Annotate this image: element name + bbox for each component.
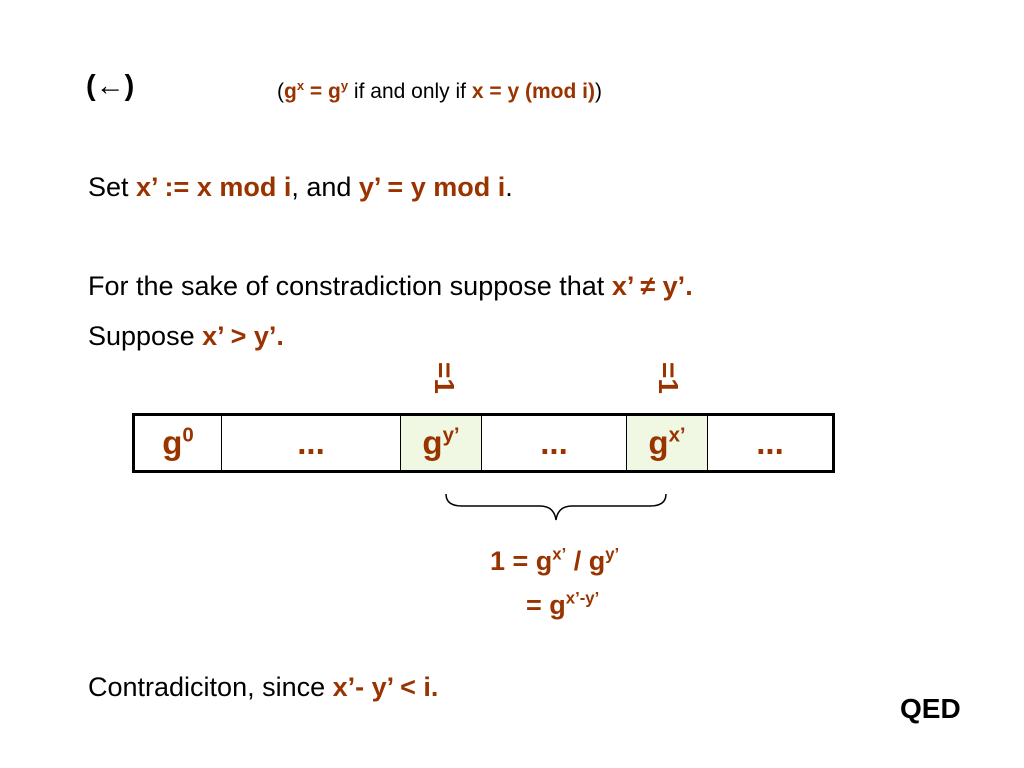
suppose-statement: Suppose x’ > y’.: [88, 321, 284, 351]
table-row: g0 ... gy’ ... gx’ ...: [133, 414, 834, 472]
condition-connective: if and only if: [348, 80, 472, 103]
sequence-cell-ellipsis: ...: [481, 414, 627, 472]
sequence-cell-ellipsis: ...: [221, 414, 401, 472]
qed-label: QED: [900, 693, 961, 724]
sequence-cell-gy: gy’: [400, 414, 482, 472]
condition-open: (: [277, 80, 284, 103]
condition-lhs: gx = gy: [284, 77, 349, 103]
sequence-cell-g0: g0: [133, 414, 222, 472]
power-sequence-table: g0 ... gy’ ... gx’ ...: [132, 413, 835, 473]
equals-one-marker-y: =1: [429, 362, 460, 394]
equals-one-marker-x: =1: [653, 362, 684, 394]
condition-statement: (gx = gy if and only if x = y (mod i)): [277, 77, 602, 104]
condition-close: ): [594, 80, 602, 103]
condition-rhs: x = y (mod i): [471, 80, 595, 103]
sequence-cell-gx: gx’: [626, 414, 708, 472]
contradiction-assumption: For the sake of constradiction suppose t…: [88, 271, 693, 301]
conclusion-statement: Contradiciton, since x’- y’ < i.: [88, 672, 439, 702]
quotient-equation: 1 = gx’ / gy’: [490, 544, 620, 576]
curly-brace: [445, 493, 667, 521]
sequence-cell-ellipsis: ...: [707, 414, 834, 472]
proof-direction-heading: (←): [86, 70, 135, 102]
set-statement: Set x’ := x mod i, and y’ = y mod i.: [88, 172, 513, 202]
difference-equation: = gx’-y’: [526, 588, 600, 620]
